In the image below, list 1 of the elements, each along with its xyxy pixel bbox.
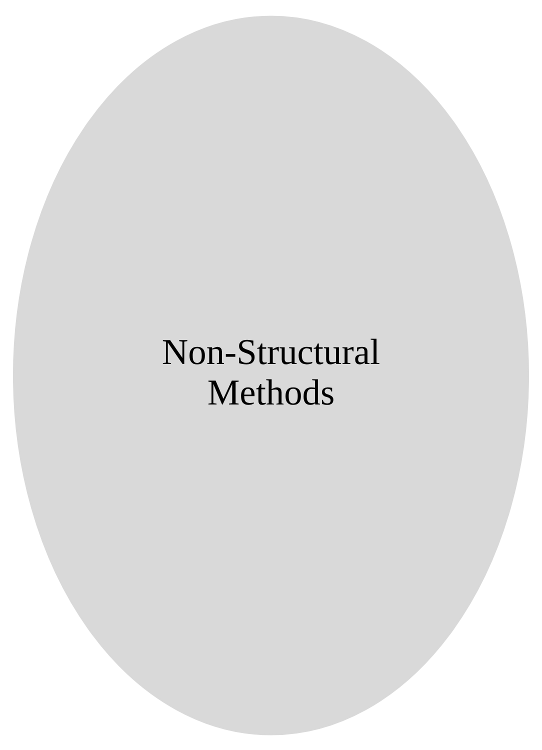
node-ellipse: Non-Structural Methods bbox=[12, 15, 530, 735]
